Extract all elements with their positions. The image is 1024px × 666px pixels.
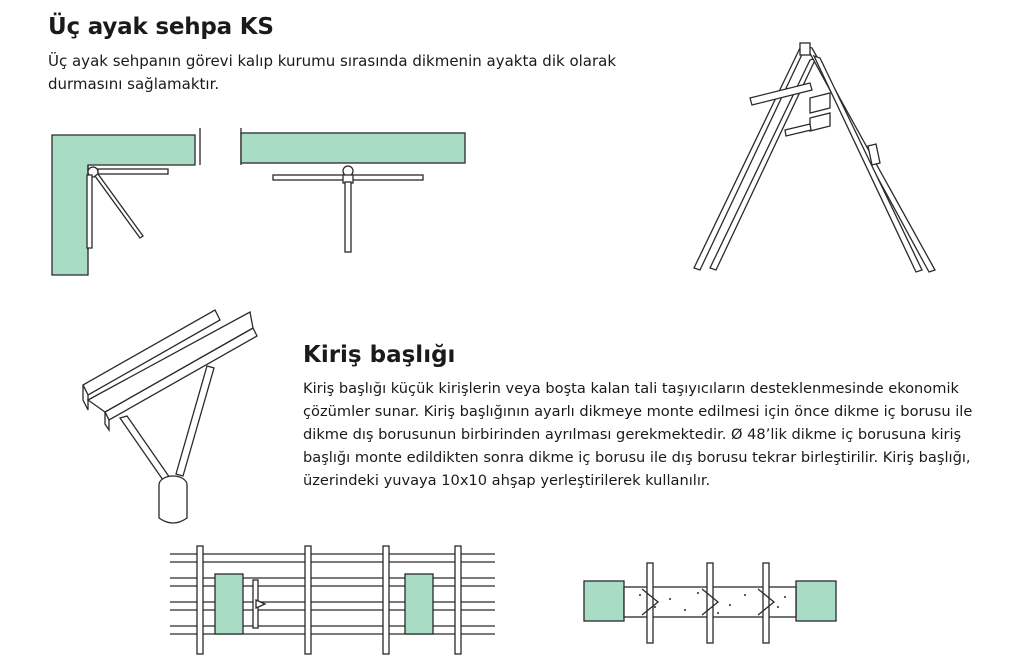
beam-head-plan-diagram <box>170 545 495 655</box>
tripod-side-diagram <box>240 128 466 253</box>
tripod-perspective <box>693 42 936 273</box>
section2-title: Kiriş başlığı <box>303 342 456 368</box>
beam-head-section-diagram <box>583 562 837 644</box>
section2-text: Kiriş başlığı küçük kirişlerin veya boşt… <box>303 380 973 489</box>
beam-head-perspective <box>82 309 258 524</box>
tripod-corner-diagram <box>51 128 201 276</box>
section1-text: Üç ayak sehpanın görevi kalıp kurumu sır… <box>48 52 617 93</box>
section1-title: Üç ayak sehpa KS <box>48 14 274 40</box>
